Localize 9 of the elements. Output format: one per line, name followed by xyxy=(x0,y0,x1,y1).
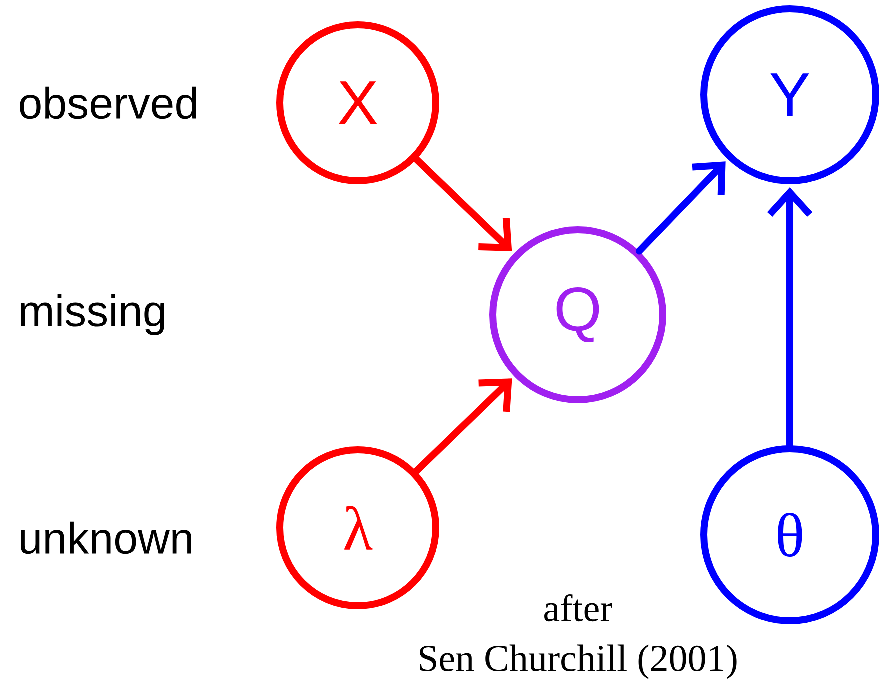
arrow xyxy=(767,188,813,449)
arrow xyxy=(413,156,512,252)
arrow xyxy=(413,378,512,475)
row-label: missing xyxy=(21,294,164,336)
arrow xyxy=(636,162,726,255)
row-label: observed xyxy=(20,86,196,120)
caption-text: Sen Churchill (2001) xyxy=(420,644,737,680)
caption-text: after xyxy=(544,594,612,622)
row-label: unknown xyxy=(21,522,192,554)
